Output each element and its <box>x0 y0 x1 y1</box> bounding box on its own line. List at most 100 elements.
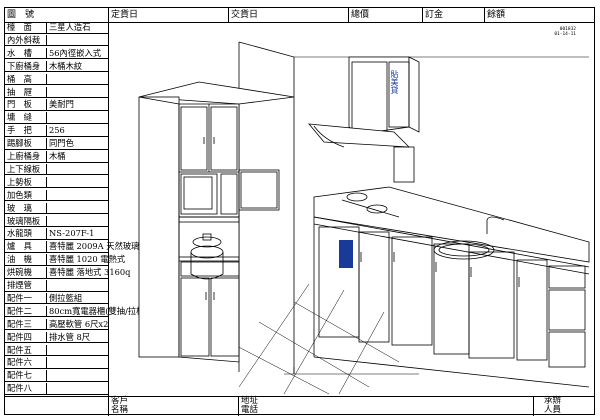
spec-row: 下廚桶身木桶木紋 <box>5 60 109 73</box>
spec-label: 抽 屜 <box>7 86 32 97</box>
kitchen-drawing <box>138 41 590 395</box>
balance-label: 餘額 <box>487 10 506 20</box>
spec-divider <box>46 254 47 266</box>
spec-label: 上下線板 <box>7 163 41 174</box>
spec-label: 墉 縫 <box>7 112 32 123</box>
spec-row: 配件二 80cm寬電器櫃(雙抽/拉板/美背) <box>5 305 167 318</box>
spec-label: 上廚桶身 <box>7 151 41 161</box>
spec-value: 喜特麗 落地式 3160q <box>49 267 131 278</box>
spec-value: 喜特麗 1020 電熱式 <box>49 254 126 265</box>
spec-row: 爐 具喜特麗 2009A 天然玻璃爐 <box>5 241 148 253</box>
spec-value: 三星人造石 <box>49 22 91 32</box>
spec-label: 烘碗機 <box>7 267 32 278</box>
spec-row: 上下線板 <box>5 163 109 176</box>
spec-divider <box>46 22 47 33</box>
spec-label: 配件四 <box>7 331 32 342</box>
spec-row: 抽 屜 <box>5 86 109 98</box>
deposit-label: 訂金 <box>423 8 485 22</box>
spec-label: 水龍頭 <box>7 228 32 239</box>
spec-label: 油 機 <box>7 254 32 265</box>
spec-divider <box>46 228 47 240</box>
spec-value: 同門色 <box>49 138 74 149</box>
address-phone-label: 地址 電話 <box>239 397 534 416</box>
total-price-label: 總價 <box>349 8 423 22</box>
spec-divider <box>46 34 47 46</box>
spec-value: 美耐門 <box>49 99 74 110</box>
spec-label: 配件一 <box>7 292 32 303</box>
spec-row: 墉 縫 <box>5 112 109 124</box>
spec-divider <box>46 267 47 279</box>
stamp-date: 01-14-11 <box>554 32 576 37</box>
spec-label: 玻璃隔板 <box>7 215 41 226</box>
spec-label: 內外斜裁 <box>7 34 41 45</box>
spec-value: 高壓軟管 6尺x2 <box>49 318 109 329</box>
spec-row: 配件四 排水管 8尺 <box>5 331 109 344</box>
spec-divider <box>46 318 47 330</box>
spec-row: 水龍頭 NS-207F-1 <box>5 228 109 240</box>
spec-divider <box>46 215 47 227</box>
spec-divider <box>46 189 47 201</box>
spec-row: 配件八 <box>5 383 109 395</box>
spec-label: 配件八 <box>7 383 32 394</box>
spec-label: 檯 面 <box>7 22 32 32</box>
spec-row: 配件六 <box>5 357 109 369</box>
spec-value: 木桶 <box>49 151 66 161</box>
spec-label: 上勢板 <box>7 176 32 187</box>
spec-divider <box>46 176 47 188</box>
customer-label-bottom: 名稱 <box>111 405 129 415</box>
spec-row: 手 把 256 <box>5 125 109 137</box>
spec-label: 配件五 <box>7 344 32 355</box>
spec-value: NS-207F-1 <box>49 228 95 239</box>
spec-value: 木桶木紋 <box>49 60 83 71</box>
spec-row: 加色類 <box>5 189 109 202</box>
spec-divider <box>46 357 47 369</box>
spec-row: 上勢板 <box>5 176 109 189</box>
spec-divider <box>46 73 47 85</box>
spec-divider <box>46 60 47 72</box>
address-label-top: 地址 <box>241 396 259 406</box>
staff-label: 承辦 人員 <box>534 397 593 416</box>
spec-value: 喜特麗 2009A 天然玻璃爐 <box>49 241 148 252</box>
spec-divider <box>46 344 47 356</box>
quotation-sheet: 圖 號 定貨日 交貨日 總價 訂金 餘額 001832 01-14-11 檯 面… <box>4 7 595 417</box>
spec-row: 烘碗機 喜特麗 落地式 3160q <box>5 267 130 279</box>
spec-value: 80cm寬電器櫃(雙抽/拉板/美背) <box>49 305 168 316</box>
hood-sticker: 貼美貸 <box>390 70 399 94</box>
drawing-stamp: 001832 01-14-11 <box>554 27 576 37</box>
spec-row: 玻 璃 <box>5 202 109 215</box>
spec-label: 手 把 <box>7 125 32 136</box>
spec-label: 配件六 <box>7 357 32 368</box>
address-label-bottom: 電話 <box>241 405 259 415</box>
spec-row: 配件一 側拉籃組 <box>5 292 109 305</box>
spec-value: 側拉籃組 <box>49 292 83 303</box>
spec-label: 排煙管 <box>7 280 32 290</box>
spec-divider <box>46 202 47 214</box>
spec-divider <box>46 99 47 111</box>
spec-label: 配件七 <box>7 370 32 381</box>
spec-label: 配件二 <box>7 305 32 316</box>
spec-divider <box>46 138 47 150</box>
spec-divider <box>46 280 47 291</box>
footer-bar: 客戶 名稱 地址 電話 承辦 人員 <box>5 396 594 417</box>
spec-row: 門 板美耐門 <box>5 99 109 111</box>
spec-row: 油 機 喜特麗 1020 電熱式 <box>5 254 125 266</box>
spec-divider <box>46 383 47 395</box>
spec-label: 桶 高 <box>7 73 32 84</box>
spec-row: 桶 高 <box>5 73 109 86</box>
customer-label-top: 客戶 <box>111 396 129 406</box>
spec-row: 玻璃隔板 <box>5 215 109 227</box>
spec-value: 256 <box>49 125 65 136</box>
header-bar: 圖 號 定貨日 交貨日 總價 訂金 餘額 <box>5 8 594 23</box>
customer-name-label: 客戶 名稱 <box>109 397 239 416</box>
spec-row: 排煙管 <box>5 280 109 292</box>
spec-label: 踢腳板 <box>7 138 32 149</box>
spec-divider <box>46 305 47 317</box>
spec-divider <box>46 292 47 304</box>
spec-value: 排水管 8尺 <box>49 331 91 342</box>
delivery-date-label: 交貨日 <box>229 8 349 22</box>
spec-label: 加色類 <box>7 189 32 200</box>
spec-label: 下廚桶身 <box>7 60 41 71</box>
spec-divider <box>46 112 47 124</box>
